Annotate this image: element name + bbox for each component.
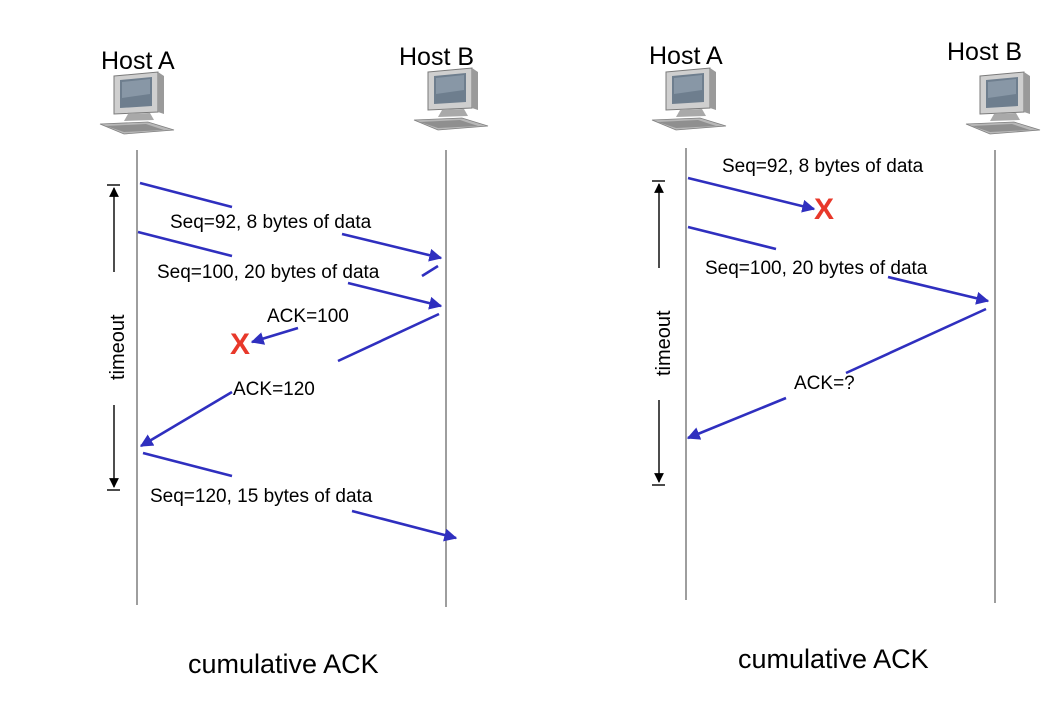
left-timeout-label: timeout [107,314,129,380]
computer-icon [413,67,489,131]
right-seq100-label: Seq=100, 20 bytes of data [705,258,928,279]
left-ack120-label: ACK=120 [233,379,315,400]
left-ack100-arrow [250,326,299,345]
right-seq100-arrow [887,275,990,305]
right-seq100-arrow-start [687,225,777,251]
left-seq100-arrow-start [137,230,233,258]
left-ack120-arrow-start [337,312,440,363]
right-host-a-label: Host A [649,42,723,70]
left-seq120-arrow-start [142,451,233,478]
right-timeout-label: timeout [653,310,675,376]
left-caption: cumulative ACK [188,649,379,679]
right-seq92-label: Seq=92, 8 bytes of data [722,156,924,177]
left-ack100-arrow-start [421,264,439,278]
left-panel: Host A Host B timeout Seq=92, 8 bytes of… [99,43,489,679]
left-lost-marker: X [230,328,250,361]
left-seq100-arrow [347,281,443,310]
left-host-b-label: Host B [399,43,474,71]
left-seq92-label: Seq=92, 8 bytes of data [170,212,372,233]
computer-icon [651,67,727,131]
left-host-a-label: Host A [101,47,175,75]
right-ack-arrow-start [845,307,987,375]
right-host-b-label: Host B [947,38,1022,66]
computer-icon [99,71,175,135]
right-lost-marker: X [814,193,834,226]
left-ack120-arrow [139,390,233,448]
right-panel: Host A Host B timeout Seq=92, 8 bytes of… [649,38,1041,674]
right-ack-arrow [686,396,787,440]
left-seq92-arrow [341,232,443,262]
computer-icon [965,71,1041,135]
left-ack100-label: ACK=100 [267,306,349,327]
left-seq92-arrow-start [139,181,233,209]
left-seq100-label: Seq=100, 20 bytes of data [157,262,380,283]
right-caption: cumulative ACK [738,644,929,674]
right-seq92-arrow [687,176,816,213]
left-seq120-arrow [351,509,458,542]
left-seq120-label: Seq=120, 15 bytes of data [150,486,373,507]
right-ack-label: ACK=? [794,373,855,394]
